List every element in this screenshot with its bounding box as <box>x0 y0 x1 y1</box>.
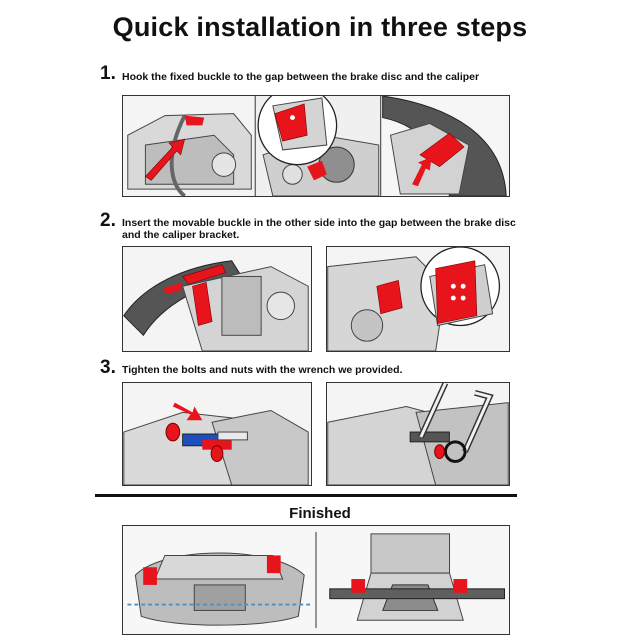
step-2-buckle-drawing-left <box>123 260 309 351</box>
step-3-illustration-right <box>326 382 510 486</box>
page-title: Quick installation in three steps <box>112 12 528 42</box>
step-1-text: Hook the fixed buckle to the gap between… <box>122 71 480 83</box>
step-3-number: 3. <box>100 357 116 378</box>
step-3-text: Tighten the bolts and nuts with the wren… <box>122 364 403 376</box>
finished-caliper-drawing <box>127 531 505 629</box>
step-3-bolt-drawing <box>123 402 309 485</box>
finished-heading: Finished <box>289 505 351 522</box>
step-1-number: 1. <box>100 63 116 84</box>
step-2-illustration-right <box>326 246 510 352</box>
step-1-caliper-drawing <box>125 96 507 196</box>
step-2-text-line-2: and the caliper bracket. <box>122 229 240 241</box>
step-2-text-line-1: Insert the movable buckle in the other s… <box>122 217 516 229</box>
section-divider <box>95 494 517 497</box>
step-2-buckle-drawing-right <box>327 247 501 351</box>
finished-illustration <box>122 525 510 635</box>
step-2-illustration-left <box>122 246 312 352</box>
step-2-number: 2. <box>100 210 116 231</box>
step-1-illustration <box>122 95 510 197</box>
step-3-illustration-left <box>122 382 312 486</box>
step-3-wrench-drawing <box>327 383 509 485</box>
